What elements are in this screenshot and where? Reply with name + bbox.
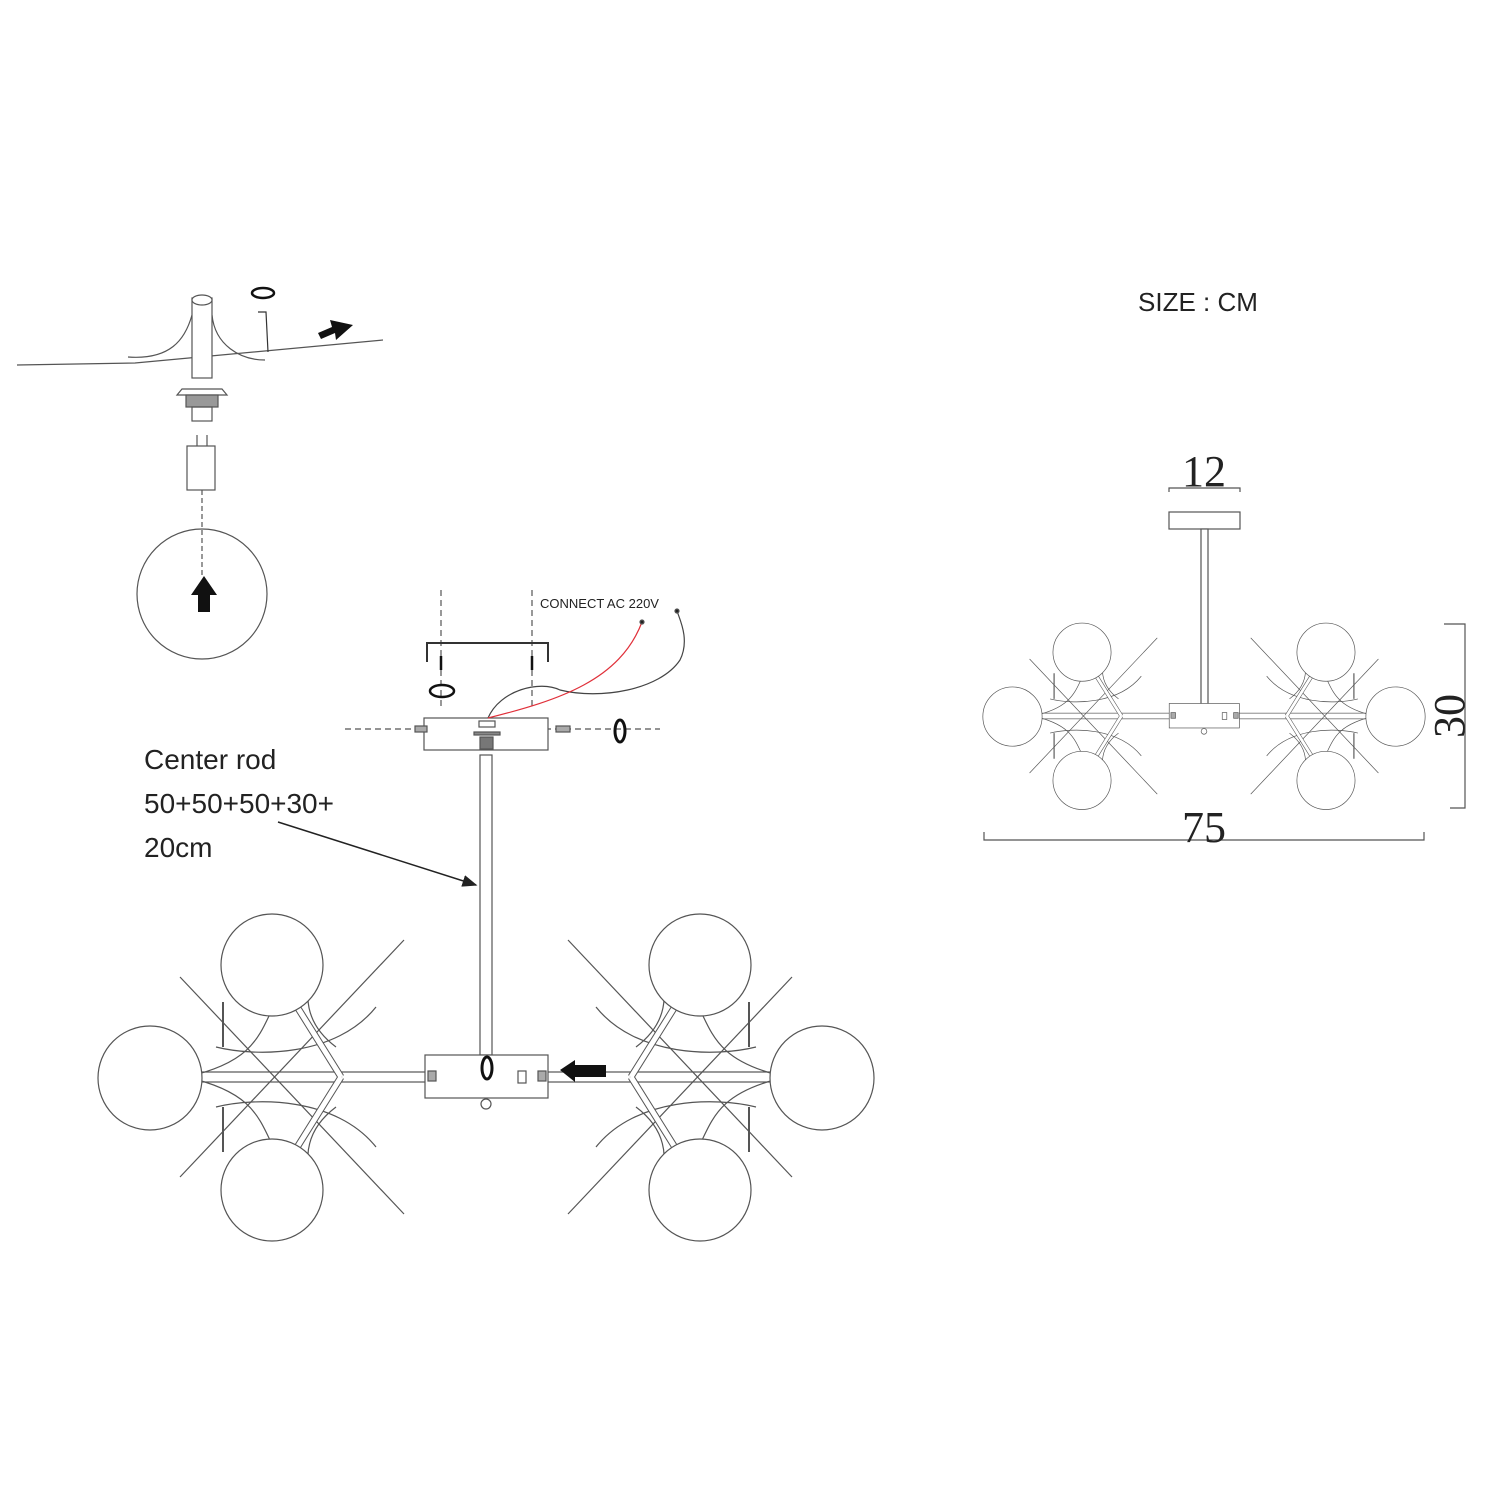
canopy-assembly: [345, 590, 685, 751]
center-rod: [479, 754, 493, 1056]
chandelier-part: [517, 1070, 527, 1084]
chandelier-part: [1266, 729, 1358, 757]
canopy-width-value: 12: [1182, 447, 1226, 496]
chandelier-part: [982, 622, 1426, 810]
chandelier-part: [567, 939, 793, 1178]
chandelier-part: [480, 1098, 492, 1110]
chandelier-part: [1200, 728, 1208, 735]
dimension-line-width: [983, 832, 1425, 841]
chandelier-part: [1094, 715, 1123, 758]
chandelier-part: [1038, 712, 1171, 720]
chandelier-part: [595, 1101, 757, 1148]
globe: [1365, 686, 1426, 747]
dimension-line-height: [1444, 623, 1466, 809]
chandelier-part: [179, 939, 405, 1178]
chandelier-part: [1050, 729, 1142, 757]
globe: [648, 1138, 752, 1242]
chandelier-part: [1285, 715, 1314, 758]
center-rod-title: Center rod: [144, 744, 276, 775]
globe: [220, 1138, 324, 1242]
thread-ring: [185, 394, 219, 408]
bulb-install-detail: [16, 286, 384, 660]
ceiling-line: [16, 339, 384, 366]
globe: [1052, 750, 1112, 810]
chandelier-part: [1050, 675, 1142, 703]
chandelier-part: [1168, 703, 1240, 729]
arrow-left-icon: [318, 320, 353, 340]
globe: [769, 1025, 875, 1131]
globe: [1052, 622, 1112, 682]
globe: [1296, 622, 1356, 682]
chandelier-part: [567, 976, 793, 1215]
globe: [1296, 750, 1356, 810]
nut-icon: [250, 286, 276, 300]
chandelier-part: [179, 976, 405, 1215]
globe: [97, 1025, 203, 1131]
mounting-bracket: [426, 642, 549, 662]
neutral-wire: [487, 610, 685, 719]
center-rod-last-length: 20cm: [144, 832, 212, 863]
chandelier-part: [1233, 712, 1239, 719]
arrow-left-icon: [560, 1060, 606, 1082]
chandelier-part: [215, 1101, 377, 1148]
chandelier-part: [1029, 637, 1158, 774]
live-wire: [487, 621, 643, 719]
globe: [982, 686, 1043, 747]
chandelier-main: [97, 913, 875, 1242]
socket-tube: [191, 297, 213, 379]
chandelier-part: [195, 1071, 427, 1083]
chandelier-part: [595, 1006, 757, 1053]
wiring-label: CONNECT AC 220V: [540, 596, 659, 611]
height-value: 30: [1425, 694, 1474, 738]
chandelier-part: [1029, 658, 1158, 795]
g9-bulb-icon: [186, 445, 216, 491]
center-rod-pointer: [277, 821, 478, 887]
chandelier-part: [1250, 637, 1379, 774]
chandelier-part: [1170, 712, 1176, 719]
chandelier-part: [1221, 712, 1228, 720]
chandelier-part: [97, 913, 875, 1242]
chandelier-part: [1250, 658, 1379, 795]
chandelier-part: [215, 1006, 377, 1053]
chandelier-part: [628, 1075, 679, 1151]
globe-shade: [136, 528, 268, 660]
chandelier-part: [1266, 675, 1358, 703]
total-width-value: 75: [1182, 803, 1226, 852]
chandelier-part: [1094, 674, 1123, 717]
nut-icon: [613, 718, 627, 744]
chandelier-part: [427, 1070, 437, 1082]
chandelier-size-view: [982, 622, 1426, 810]
center-rod-lengths: 50+50+50+30+: [144, 788, 334, 819]
chandelier-part: [537, 1070, 547, 1082]
globe: [648, 913, 752, 1017]
dimension-line-canopy: [1168, 487, 1241, 492]
arrow-up-icon: [191, 576, 217, 612]
size-unit-label: SIZE : CM: [1138, 287, 1258, 317]
globe: [220, 913, 324, 1017]
chandelier-part: [293, 1003, 344, 1079]
size-diagram: [983, 487, 1466, 841]
nut-icon: [428, 683, 456, 699]
chandelier-part: [1237, 712, 1370, 720]
chandelier-part: [628, 1003, 679, 1079]
nut-icon: [480, 1055, 494, 1081]
chandelier-part: [293, 1075, 344, 1151]
chandelier-part: [424, 1054, 549, 1099]
chandelier-part: [1285, 674, 1314, 717]
